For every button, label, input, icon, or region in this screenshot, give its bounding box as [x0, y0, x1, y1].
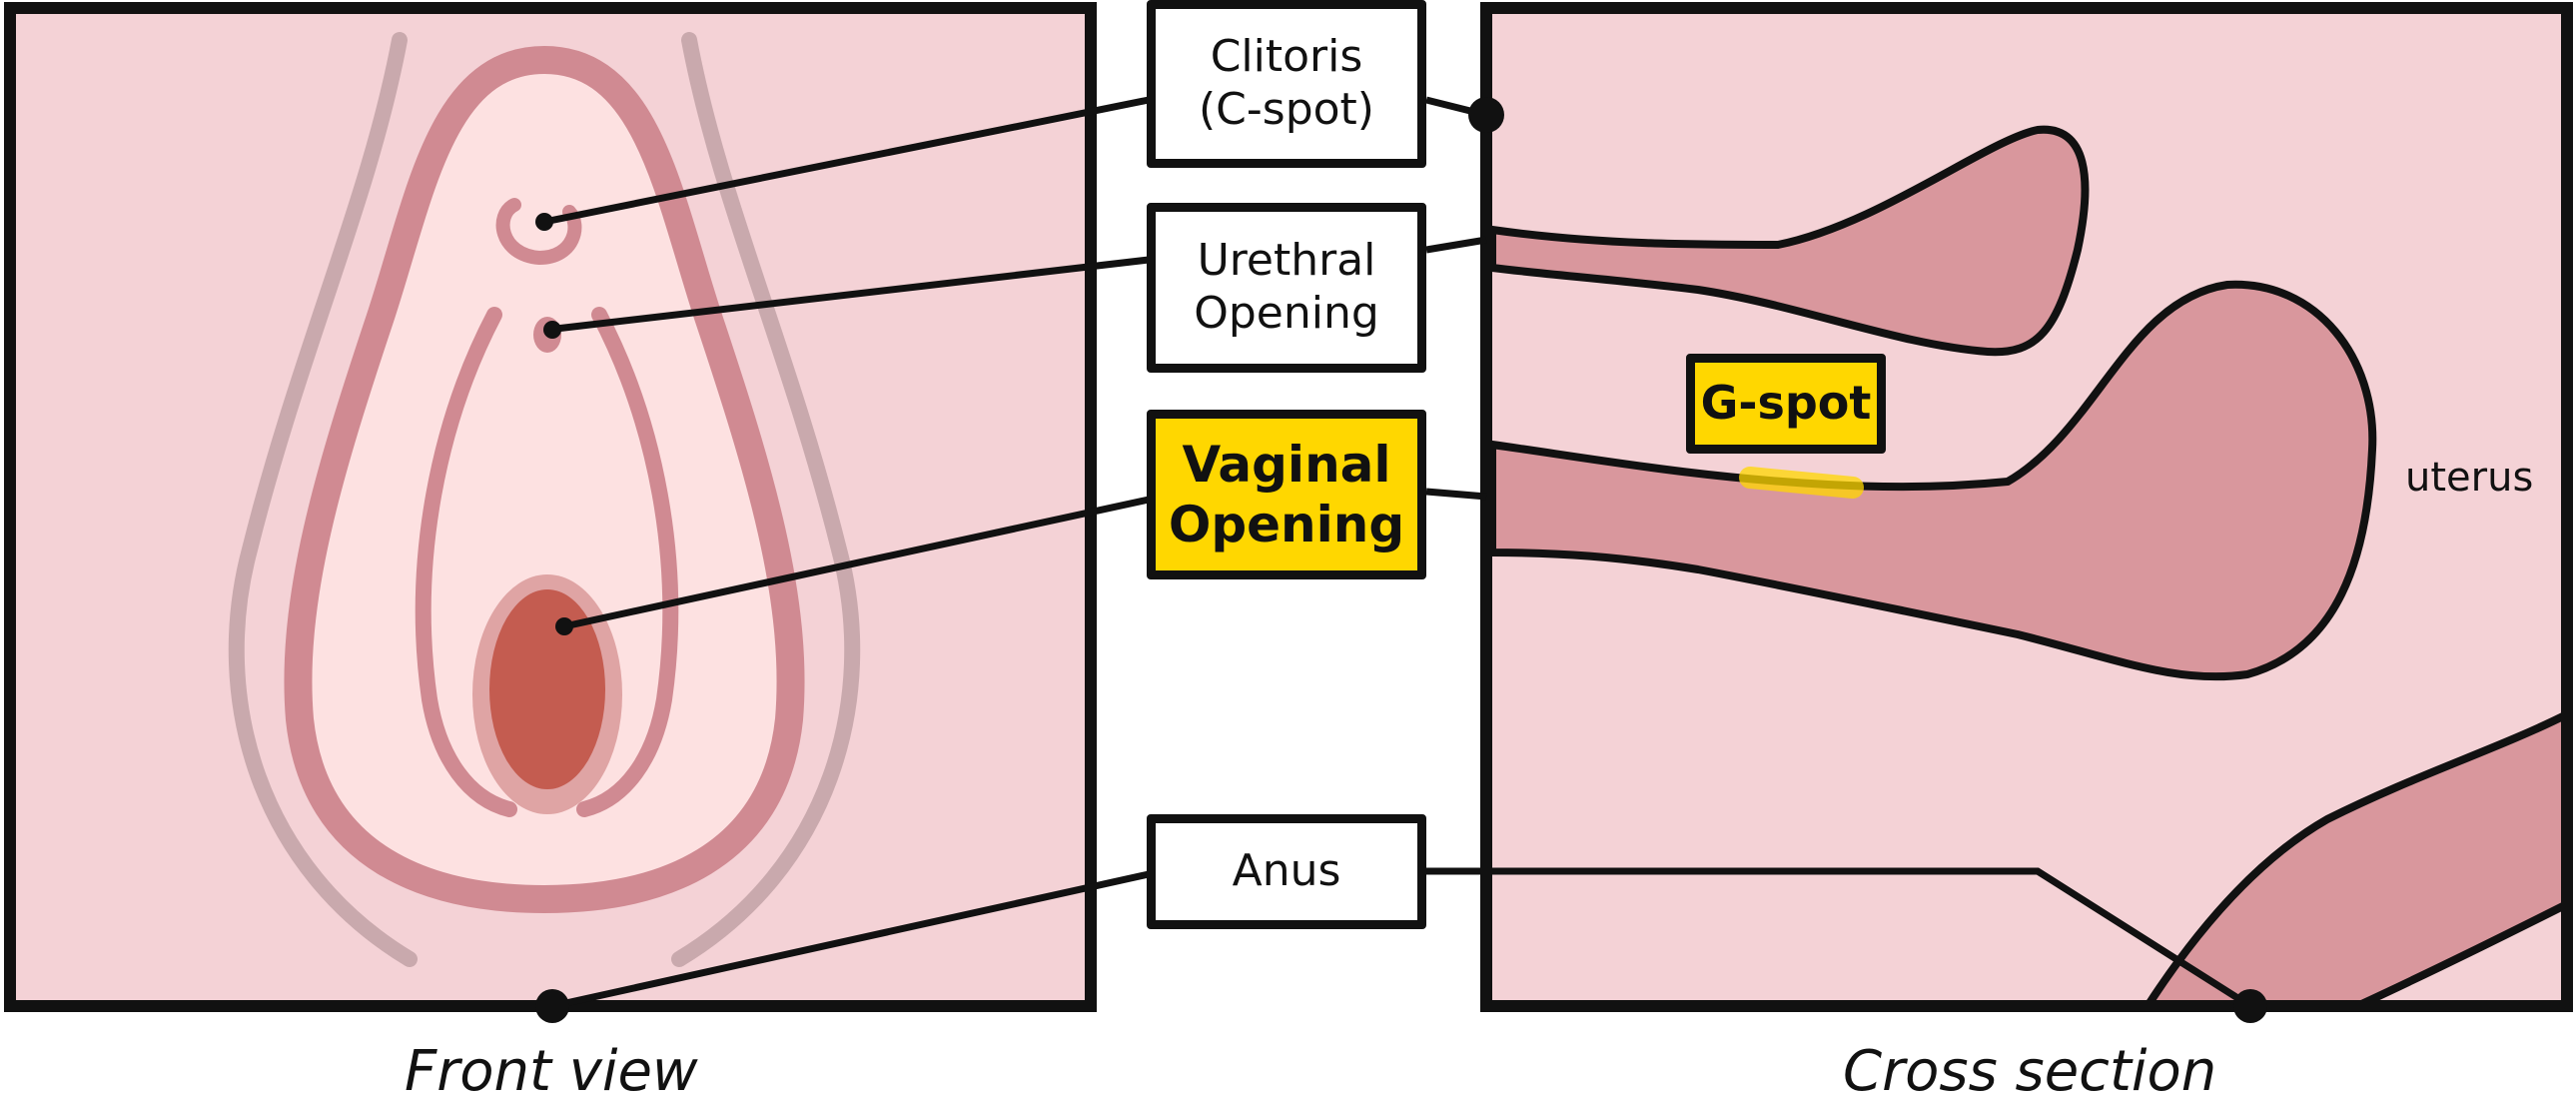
leader-urethral-front [546, 256, 1150, 334]
cross-section-frame [1480, 2, 2573, 1012]
leader-anus-front [551, 870, 1150, 1010]
label-vaginal-opening: Vaginal Opening [1147, 410, 1426, 579]
g-spot-highlight [1739, 467, 1864, 499]
clitoral-hood [495, 198, 582, 266]
vagina-uterus-shape [1488, 280, 2377, 681]
leader-vaginal-cross [1425, 488, 1487, 501]
leader-anus-cross [1426, 867, 2252, 1009]
dot-clitoris-cross [1468, 97, 1504, 133]
label-clitoris: Clitoris (C-spot) [1147, 0, 1426, 168]
labia-minora-right [576, 307, 679, 817]
outer-labia-right [671, 32, 861, 967]
front-view-panel [4, 2, 1097, 1012]
dot-anus-cross [2233, 989, 2267, 1023]
dot-clitoris [535, 213, 553, 231]
vaginal-opening-shape [489, 589, 605, 789]
leader-clitoris-front [543, 96, 1150, 226]
rectum-shape [2140, 707, 2571, 1010]
leader-urethral-cross [1425, 236, 1487, 254]
dot-urethral [543, 321, 561, 339]
dot-vaginal [555, 617, 573, 635]
caption-front-view: Front view [405, 1039, 698, 1104]
bladder-shape [1488, 125, 2090, 357]
leader-dots [535, 97, 2267, 1023]
label-urethral-opening: Urethral Opening [1147, 203, 1426, 373]
dot-anus-front [535, 989, 569, 1023]
leader-lines [543, 96, 2252, 1010]
caption-cross-section: Cross section [1843, 1039, 2217, 1104]
label-g-spot: G-spot [1686, 354, 1886, 454]
label-uterus: uterus [2405, 455, 2534, 501]
leader-vaginal-front [563, 496, 1150, 630]
cross-section-panel [1480, 2, 2573, 1012]
labia-minora-left [415, 307, 517, 817]
label-anus: Anus [1147, 814, 1426, 929]
outer-labia-left [228, 32, 418, 967]
